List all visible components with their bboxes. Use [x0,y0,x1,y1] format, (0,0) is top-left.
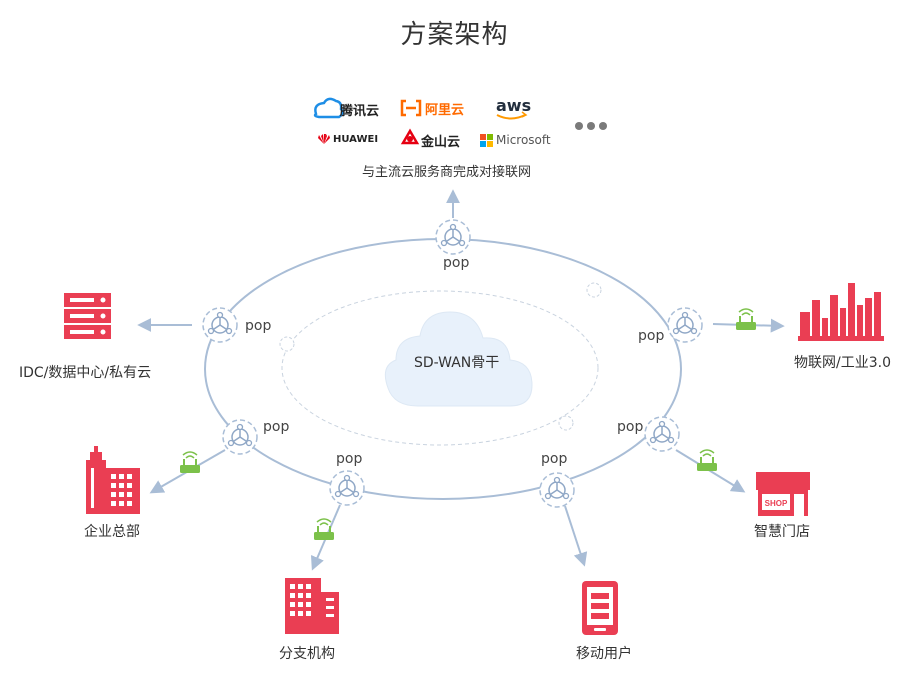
tencent-cloud-logo [313,97,344,119]
microsoft-name: Microsoft [496,133,551,147]
pop-node-icon [435,219,471,255]
branch-office-icon [285,578,339,634]
pop-label: pop [443,255,470,271]
factory-icon [798,283,884,341]
pop-label: pop [336,451,363,467]
pop-node-icon [202,307,238,343]
aws-logo [496,111,528,120]
pop-label: pop [617,419,644,435]
core-label: SD-WAN骨干 [414,355,500,371]
pop-node-icon [644,416,680,452]
kingsoft-cloud-name: 金山云 [421,135,461,150]
tencent-cloud-name: 腾讯云 [340,104,380,119]
huawei-logo [318,134,330,144]
iot-label: 物联网/工业3.0 [794,355,891,371]
pop-label: pop [245,318,272,334]
huawei-name: HUAWEI [333,134,379,145]
router-icon [313,518,335,541]
pop-label: pop [541,451,568,467]
sd-wan-cloud [384,311,533,407]
headquarters-icon [86,446,140,514]
pop-node-icon [539,472,575,508]
smart-store-label: 智慧门店 [754,524,810,540]
pop-node-icon [667,307,703,343]
pop-label: pop [263,419,290,435]
router-icon [179,451,201,474]
shop-sign: SHOP [765,499,788,508]
router-icon [735,308,757,331]
aliyun-logo [400,99,422,117]
mobile-user-label: 移动用户 [576,646,632,662]
pop-label: pop [638,328,665,344]
router-icon [696,449,718,472]
idc-label: IDC/数据中心/私有云 [19,365,152,381]
aws-name: aws [496,96,532,115]
kingsoft-cloud-logo [400,128,420,145]
pop-node-icon [222,419,258,455]
branch-label: 分支机构 [279,646,335,662]
server-icon [64,293,111,339]
pop-node-icon [329,470,365,506]
aliyun-name: 阿里云 [425,103,465,118]
cloud-providers-caption: 与主流云服务商完成对接联网 [362,165,532,180]
headquarters-label: 企业总部 [84,524,140,540]
page-title: 方案架构 [400,20,509,50]
inner-ring [281,290,599,446]
microsoft-logo [480,134,493,147]
mobile-phone-icon [582,581,618,635]
shop-icon [756,472,810,516]
